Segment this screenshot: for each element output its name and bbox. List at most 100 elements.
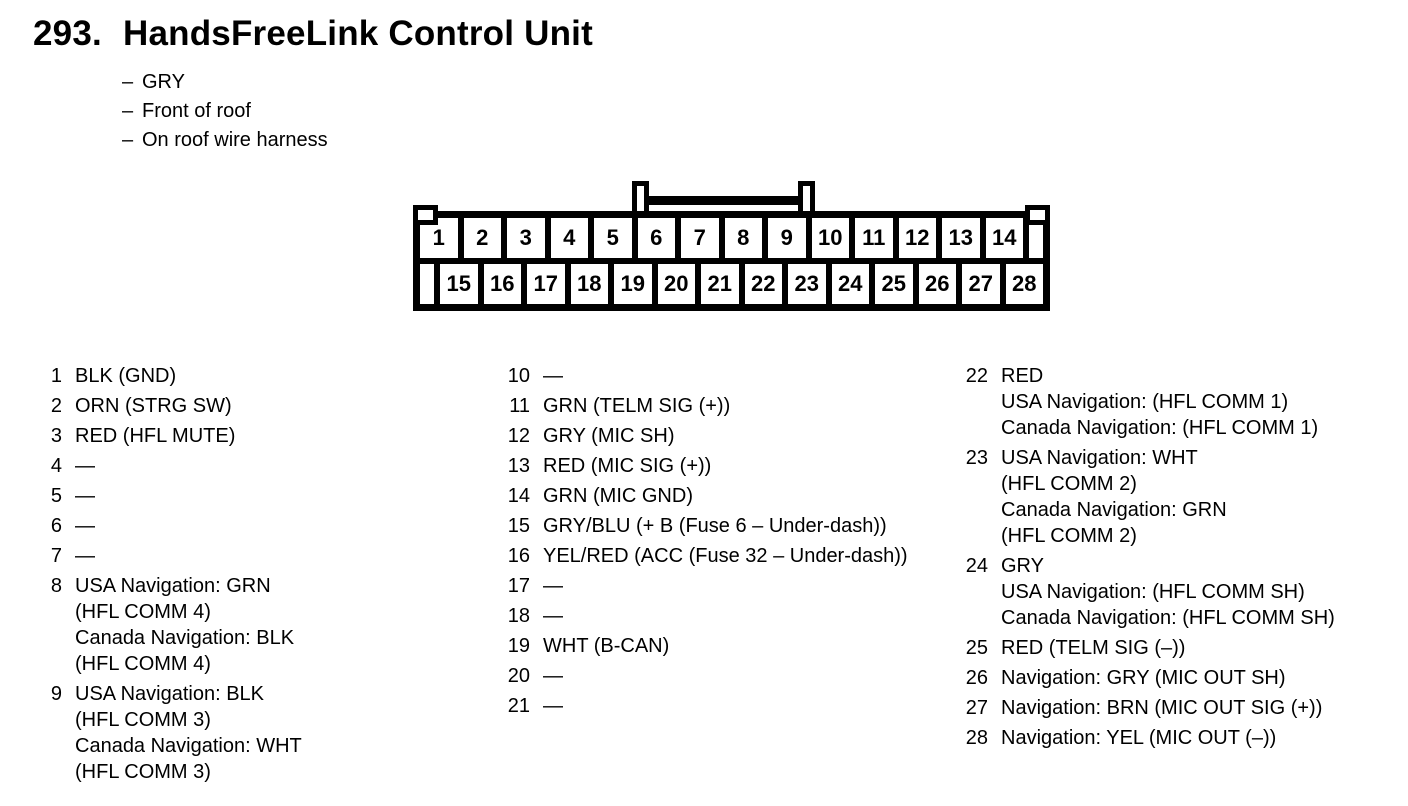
pin-cavity-11: 11: [855, 218, 893, 258]
pin-description-line: WHT (B-CAN): [543, 635, 670, 657]
pin-description-line: (HFL COMM 2): [1001, 473, 1137, 495]
pin-number: 5: [50, 485, 62, 507]
pin-cavity-8: 8: [724, 218, 762, 258]
pin-description: —: [75, 513, 466, 539]
pin-number: 4: [50, 455, 62, 477]
pin-description: RED (MIC SIG (+)): [543, 453, 964, 479]
pin-description-line: —: [543, 365, 563, 387]
pin-description-line: USA Navigation: GRN: [75, 575, 271, 597]
pin-description-line: Canada Navigation: BLK: [75, 627, 295, 649]
pin-number: 24: [965, 555, 988, 577]
pinout-entry: 3 RED (HFL MUTE): [36, 423, 466, 449]
pin-number: 25: [965, 637, 988, 659]
pin-description-line: (HFL COMM 4): [75, 601, 211, 623]
pin-number: 18: [507, 605, 530, 627]
pin-description: —: [75, 453, 466, 479]
pin-description: YEL/RED (ACC (Fuse 32 – Under-dash)): [543, 543, 964, 569]
pin-description: BLK (GND): [75, 363, 466, 389]
pin-number: 7: [50, 545, 62, 567]
pin-number: 6: [50, 515, 62, 537]
pin-description: RED (HFL MUTE): [75, 423, 466, 449]
pin-description-line: (HFL COMM 4): [75, 653, 211, 675]
pin-description-line: USA Navigation: (HFL COMM 1): [1001, 391, 1289, 413]
section-title: HandsFreeLink Control Unit: [123, 14, 593, 53]
pin-cavity-10: 10: [811, 218, 849, 258]
pin-description-line: —: [543, 665, 563, 687]
pinout-entry: 17—: [504, 573, 964, 599]
pin-description: GRY/BLU (+ B (Fuse 6 – Under-dash)): [543, 513, 964, 539]
pin-description-line: USA Navigation: WHT: [1001, 447, 1198, 469]
pin-description-line: RED (MIC SIG (+)): [543, 455, 712, 477]
pin-description: —: [543, 603, 964, 629]
pin-cavity-4: 4: [550, 218, 588, 258]
pin-description-line: Navigation: GRY (MIC OUT SH): [1001, 667, 1286, 689]
pin-cavity-6: 6: [637, 218, 675, 258]
pin-cavity-7: 7: [681, 218, 719, 258]
pinout-entry: 10 —: [504, 363, 964, 389]
pin-description-line: Navigation: BRN (MIC OUT SIG (+)): [1001, 697, 1323, 719]
pin-number: 20: [507, 665, 530, 687]
pin-number: 15: [507, 515, 530, 537]
blank-slot-right: [1029, 218, 1043, 258]
pin-number: 14: [507, 485, 530, 507]
pin-description-line: GRY/BLU (+ B (Fuse 6 – Under-dash)): [543, 515, 887, 537]
pin-number: 9: [50, 683, 62, 705]
detail-line-harness: – On roof wire harness: [122, 126, 328, 155]
pin-description-line: (HFL COMM 3): [75, 761, 211, 783]
pin-description: —: [75, 543, 466, 569]
pin-cavity-3: 3: [507, 218, 545, 258]
pin-description-line: BLK (GND): [75, 365, 177, 387]
pin-cavity-9: 9: [768, 218, 806, 258]
pinout-entry: 4—: [36, 453, 466, 479]
section-number: 293.: [33, 14, 102, 53]
pin-description: WHT (B-CAN): [543, 633, 964, 659]
corner-tab-right-icon: [1025, 205, 1050, 225]
pin-description: USA Navigation: WHT (HFL COMM 2) Canada Na…: [1001, 445, 1402, 549]
pin-cavity-16: 16: [483, 264, 521, 304]
pin-number: 10: [507, 365, 530, 387]
pin-number: 23: [965, 447, 988, 469]
pin-number: 26: [965, 667, 988, 689]
pin-number: 16: [507, 545, 530, 567]
pin-description: —: [75, 483, 466, 509]
pin-description-line: GRN (MIC GND): [543, 485, 693, 507]
pin-description-line: RED: [1001, 365, 1044, 387]
detail-text: GRY: [142, 71, 185, 93]
pin-number: 2: [50, 395, 62, 417]
pin-number: 21: [507, 695, 530, 717]
pin-cavity-14: 14: [985, 218, 1023, 258]
pin-cavity-28: 28: [1005, 264, 1043, 304]
pinout-entry: 2 ORN (STRG SW): [36, 393, 466, 419]
pin-description: —: [543, 693, 964, 719]
pin-number: 13: [507, 455, 530, 477]
pin-number: 3: [50, 425, 62, 447]
pinout-entry: 16 YEL/RED (ACC (Fuse 32 – Under-dash)): [504, 543, 964, 569]
pin-cavity-27: 27: [962, 264, 1000, 304]
pin-description-line: (HFL COMM 2): [1001, 525, 1137, 547]
pin-cavity-17: 17: [527, 264, 565, 304]
pin-cavity-23: 23: [788, 264, 826, 304]
pin-description-line: —: [543, 695, 563, 717]
pin-description-line: Navigation: YEL (MIC OUT (–)): [1001, 727, 1277, 749]
detail-line-color: – GRY: [122, 68, 328, 97]
pin-description: Navigation: GRY (MIC OUT SH): [1001, 665, 1402, 691]
latch-post-right-icon: [798, 181, 815, 211]
pin-description: ORN (STRG SW): [75, 393, 466, 419]
pin-number: 28: [965, 727, 988, 749]
dash-bullet: –: [122, 71, 134, 93]
pin-description-line: —: [543, 605, 563, 627]
pin-description-line: —: [75, 455, 95, 477]
pin-description-line: —: [75, 515, 95, 537]
pin-description-line: Canada Navigation: GRN: [1001, 499, 1227, 521]
pinout-entry: 5—: [36, 483, 466, 509]
pinout-entry: 13 RED (MIC SIG (+)): [504, 453, 964, 479]
pin-description: —: [543, 573, 964, 599]
pin-description-line: Canada Navigation: WHT: [75, 735, 302, 757]
